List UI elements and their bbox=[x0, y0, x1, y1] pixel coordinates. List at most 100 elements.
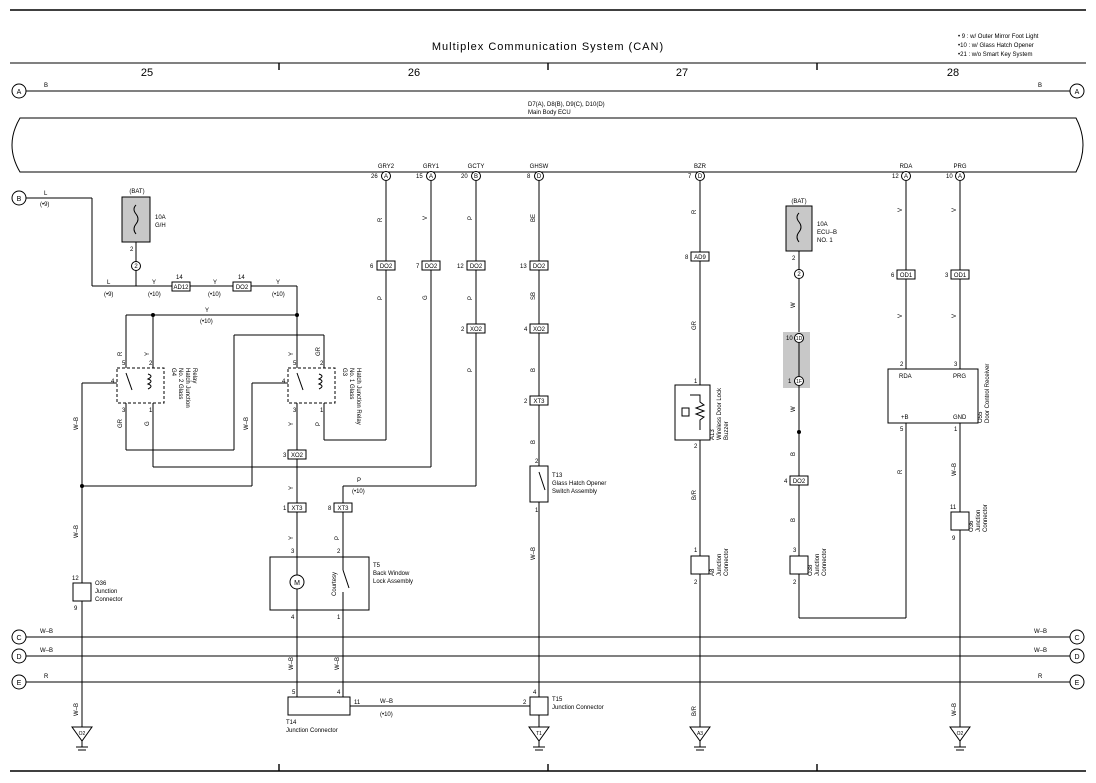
svg-text:Y: Y bbox=[289, 422, 295, 426]
svg-text:W: W bbox=[791, 302, 797, 308]
svg-text:Wireless Door Lock: Wireless Door Lock bbox=[717, 387, 723, 440]
svg-text:3: 3 bbox=[945, 273, 949, 279]
svg-text:2: 2 bbox=[900, 362, 904, 368]
svg-text:P: P bbox=[468, 296, 474, 300]
svg-text:1: 1 bbox=[788, 379, 792, 385]
bus-line-d: D D W–B W–B bbox=[11, 648, 1085, 664]
column-number: 26 bbox=[408, 67, 420, 79]
svg-text:RDA: RDA bbox=[899, 374, 912, 380]
svg-text:M: M bbox=[294, 580, 300, 587]
note-9: • 9 : w/ Outer Mirror Foot Light bbox=[958, 34, 1039, 40]
svg-text:ECU–B: ECU–B bbox=[817, 230, 837, 236]
svg-text:10A: 10A bbox=[155, 215, 166, 221]
svg-text:A8: A8 bbox=[710, 568, 716, 576]
svg-text:1F: 1F bbox=[796, 379, 802, 385]
main-body-ecu: D7(A), D8(B), D9(C), D10(D) Main Body EC… bbox=[11, 102, 1084, 173]
svg-text:V: V bbox=[952, 314, 958, 318]
svg-text:L: L bbox=[44, 191, 48, 197]
column-number: 27 bbox=[676, 67, 688, 79]
svg-text:GHSW: GHSW bbox=[530, 164, 549, 170]
svg-text:Junction: Junction bbox=[95, 589, 117, 595]
svg-text:Connector: Connector bbox=[724, 548, 730, 576]
svg-text:2: 2 bbox=[149, 361, 153, 367]
svg-text:B: B bbox=[17, 196, 22, 203]
svg-text:4: 4 bbox=[784, 479, 788, 485]
svg-text:9: 9 bbox=[952, 536, 956, 542]
fuse-gh: (BAT) 10A G/H 2 2 bbox=[121, 189, 166, 286]
svg-text:1: 1 bbox=[694, 548, 698, 554]
svg-text:A: A bbox=[384, 174, 388, 180]
note-21: •21 : w/o Smart Key System bbox=[958, 52, 1032, 58]
wire-y-top: AD12 14 DO2 14 Y (•10) Y (•10) Y (•10) bbox=[136, 275, 298, 355]
svg-text:G3: G3 bbox=[341, 368, 347, 377]
svg-text:Connector: Connector bbox=[983, 504, 989, 532]
svg-text:GR: GR bbox=[118, 418, 124, 428]
svg-text:(BAT): (BAT) bbox=[791, 199, 806, 205]
svg-text:GCTY: GCTY bbox=[468, 164, 485, 170]
ecu-name: Main Body ECU bbox=[528, 110, 571, 116]
svg-text:Switch Assembly: Switch Assembly bbox=[552, 489, 597, 495]
wire-y-cross: Y (•10) bbox=[125, 308, 299, 355]
relay-glass-hatch-2: 5 2 4 3 1 G4 No. 2 Glass Hatch Junction … bbox=[111, 351, 197, 467]
svg-text:13: 13 bbox=[520, 264, 527, 270]
svg-text:Junction: Junction bbox=[815, 554, 821, 576]
svg-text:R: R bbox=[378, 217, 384, 222]
bus-letter: D bbox=[1074, 654, 1079, 661]
svg-text:DO2: DO2 bbox=[470, 264, 483, 270]
svg-text:2: 2 bbox=[524, 399, 528, 405]
svg-text:Connector: Connector bbox=[95, 597, 123, 603]
svg-text:4: 4 bbox=[111, 379, 115, 385]
svg-text:4: 4 bbox=[524, 327, 528, 333]
svg-text:B: B bbox=[791, 452, 797, 456]
svg-text:(•9): (•9) bbox=[104, 292, 113, 298]
svg-text:10: 10 bbox=[946, 174, 953, 180]
svg-text:B: B bbox=[531, 440, 537, 444]
svg-text:4: 4 bbox=[337, 690, 341, 696]
svg-text:(•10): (•10) bbox=[380, 712, 393, 718]
svg-text:NO. 1: NO. 1 bbox=[817, 238, 833, 244]
svg-text:B: B bbox=[531, 368, 537, 372]
svg-text:Buzzer: Buzzer bbox=[724, 421, 730, 440]
svg-text:A: A bbox=[429, 174, 433, 180]
svg-text:W–B: W–B bbox=[952, 463, 958, 476]
bus-letter: A bbox=[17, 89, 22, 96]
svg-text:Relay: Relay bbox=[191, 368, 197, 383]
svg-text:2: 2 bbox=[694, 580, 698, 586]
svg-text:14: 14 bbox=[176, 275, 183, 281]
svg-text:2: 2 bbox=[461, 327, 465, 333]
signal-ghsw: GHSW D 8 BE DO2 13 XO2 4 XT3 2 SB B B bbox=[520, 164, 549, 466]
svg-text:Lock Assembly: Lock Assembly bbox=[373, 579, 413, 585]
signal-rda: RDA A 12 V OD1 6 V bbox=[891, 164, 916, 369]
svg-text:11: 11 bbox=[354, 700, 361, 706]
svg-text:2: 2 bbox=[523, 700, 527, 706]
svg-text:Y: Y bbox=[289, 352, 295, 356]
svg-text:W–B: W–B bbox=[380, 699, 393, 705]
bus-wire-color: W–B bbox=[1034, 629, 1047, 635]
svg-text:2: 2 bbox=[134, 264, 138, 270]
svg-text:T5: T5 bbox=[373, 563, 381, 569]
svg-text:Junction: Junction bbox=[976, 510, 982, 532]
bus-line-c: C C W–B W–B bbox=[11, 629, 1085, 645]
svg-text:No. 2 Glass: No. 2 Glass bbox=[177, 368, 183, 399]
svg-text:12: 12 bbox=[457, 264, 464, 270]
input-b: B L (•9) L (•9) bbox=[11, 190, 137, 298]
svg-text:5: 5 bbox=[293, 361, 297, 367]
svg-text:G4: G4 bbox=[170, 368, 176, 377]
svg-text:A: A bbox=[904, 174, 908, 180]
junction-t15: 4 2 T15 Junction Connector bbox=[523, 690, 604, 727]
svg-text:G/H: G/H bbox=[155, 223, 166, 229]
svg-text:PRG: PRG bbox=[953, 164, 966, 170]
svg-text:10A: 10A bbox=[817, 222, 828, 228]
svg-text:D: D bbox=[537, 174, 542, 180]
svg-text:A: A bbox=[958, 174, 962, 180]
svg-text:R: R bbox=[118, 351, 124, 356]
svg-text:10: 10 bbox=[786, 336, 793, 342]
svg-text:R: R bbox=[898, 469, 904, 474]
bus-letter: A bbox=[1075, 89, 1080, 96]
svg-text:1: 1 bbox=[149, 408, 153, 414]
svg-text:W–B: W–B bbox=[244, 417, 250, 430]
svg-text:O36: O36 bbox=[969, 520, 975, 532]
svg-text:5: 5 bbox=[292, 690, 296, 696]
svg-text:DO2: DO2 bbox=[425, 264, 438, 270]
svg-text:BE: BE bbox=[531, 214, 537, 222]
